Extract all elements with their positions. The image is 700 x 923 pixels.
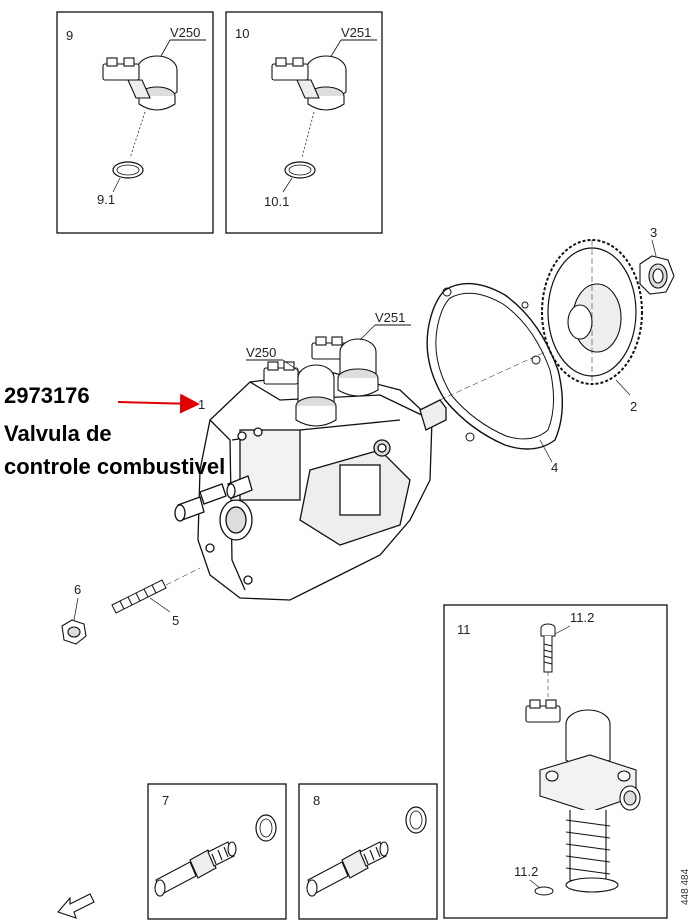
valve-label-v251: V251 [375, 310, 405, 325]
part-description-line-1: Valvula de [4, 421, 112, 446]
inset-box-10: 10 V251 10.1 [225, 11, 383, 234]
callout-3: 3 [650, 225, 657, 240]
fitting-8 [306, 841, 389, 897]
o-ring-10-1 [284, 161, 316, 179]
o-ring-9-1 [112, 161, 144, 179]
pressure-valve-v250 [102, 55, 178, 111]
o-ring-7 [255, 814, 277, 842]
arrow-outline-icon [57, 893, 95, 919]
drive-gear [541, 239, 643, 385]
inset-box-8: 8 [298, 783, 438, 920]
valve-label-v250: V250 [246, 345, 276, 360]
o-ring-8 [405, 806, 427, 834]
pump-valve-v251 [311, 336, 379, 397]
inset-box-11: 11 11.2 11.2 [443, 604, 668, 919]
o-ring-11-2 [534, 886, 554, 896]
screw-label-11-2-top: 11.2 [570, 610, 594, 625]
inset-number-11: 11 [457, 622, 471, 637]
inset-number-7: 7 [162, 793, 169, 808]
gasket [426, 282, 564, 450]
seal-label-9-1: 9.1 [97, 192, 115, 207]
fitting-7 [154, 841, 237, 897]
callout-5: 5 [172, 613, 179, 628]
gear-nut [639, 255, 675, 295]
inset-box-7: 7 [147, 783, 287, 920]
screw-11-2 [540, 623, 556, 673]
callout-4: 4 [551, 460, 558, 475]
inset-number-10: 10 [235, 26, 249, 41]
valve-label-v251-inset: V251 [341, 25, 371, 40]
injector-pump-element [525, 699, 641, 893]
callout-1: 1 [198, 397, 205, 412]
document-number: 448 484 [680, 868, 691, 905]
stud-bolt [111, 579, 167, 614]
inset-number-9: 9 [66, 28, 73, 43]
part-description-line-2: controle combustivel [4, 454, 226, 479]
inset-box-9: 9 V250 9.1 [56, 11, 214, 234]
screw-label-11-2-bottom: 11.2 [514, 864, 538, 879]
red-pointer-arrow [117, 393, 200, 414]
part-number-annotation: 2973176 [4, 383, 90, 408]
pump-valve-v250 [263, 361, 337, 427]
inset-number-8: 8 [313, 793, 320, 808]
hex-nut [61, 619, 87, 645]
valve-label-v250-inset: V250 [170, 25, 200, 40]
seal-label-10-1: 10.1 [264, 194, 289, 209]
callout-6: 6 [74, 582, 81, 597]
callout-2: 2 [630, 399, 637, 414]
fuel-pump-body [174, 371, 447, 601]
pressure-valve-v251 [271, 55, 347, 111]
